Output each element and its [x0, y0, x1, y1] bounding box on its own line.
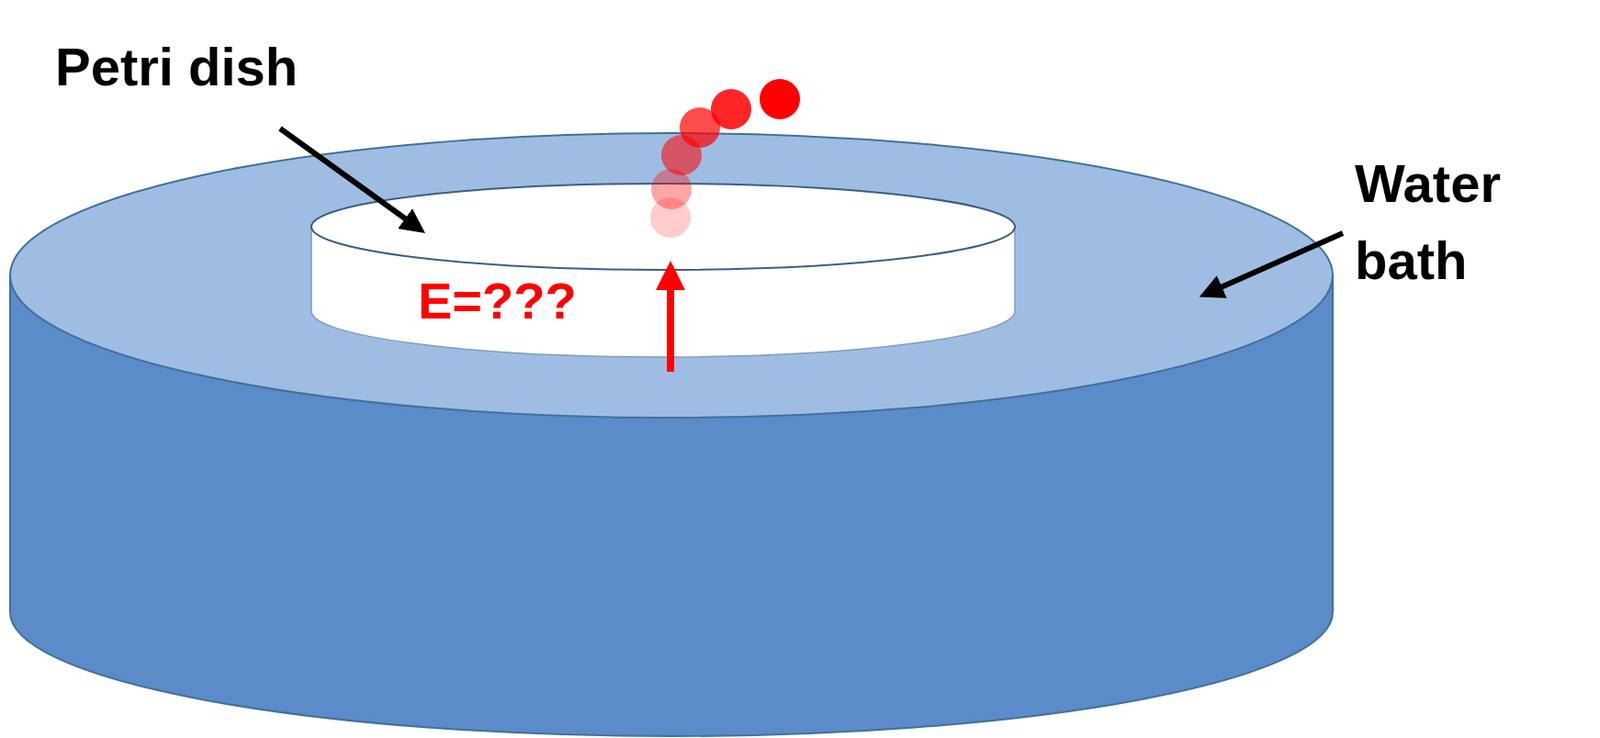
leader-arrow — [1210, 233, 1343, 293]
label-holder: E=??? — [417, 271, 648, 331]
field-label: E=??? — [417, 271, 648, 331]
leader-arrow — [280, 128, 416, 226]
label-holder: Petri dish — [55, 36, 441, 99]
water-bath-top — [10, 133, 1333, 418]
field-arrow — [666, 275, 675, 372]
droplet — [651, 169, 692, 210]
droplet — [710, 89, 752, 130]
droplet — [759, 78, 800, 120]
part-label: Petri dish — [55, 36, 441, 99]
part-label: Water bath — [1354, 145, 1567, 300]
label-holder: Water bath — [1354, 145, 1567, 300]
